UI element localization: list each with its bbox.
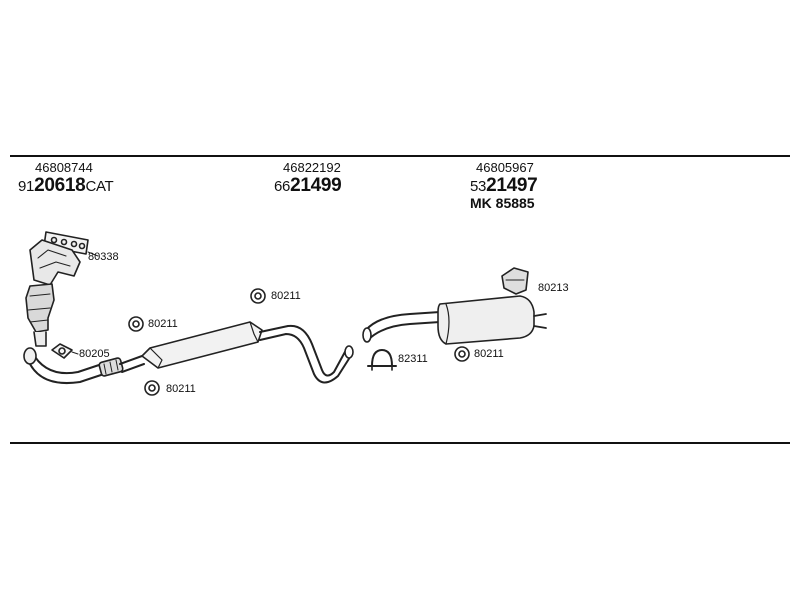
middle-silencer-shape <box>141 321 354 384</box>
rubber-mount-1-label: 80211 <box>148 318 178 330</box>
flange-gasket-shape <box>51 343 73 359</box>
group-3-reference-number: 46805967 <box>476 160 534 175</box>
group-1-code-prefix: 91 <box>18 178 35 195</box>
bracket-label: 80213 <box>538 282 569 294</box>
rubber-mount-2-label: 80211 <box>166 383 196 395</box>
group-3-code-prefix: 53 <box>470 178 487 195</box>
rubber-mount-4-label: 80211 <box>474 348 504 360</box>
group-2-code-main: 21499 <box>290 175 342 196</box>
clamp-label: 82311 <box>398 353 428 365</box>
group-1-part-code: 9120618CAT <box>18 175 114 197</box>
rubber-mount-4-shape <box>454 346 470 362</box>
rubber-mount-3-label: 80211 <box>271 290 301 302</box>
clamp-shape <box>367 349 397 371</box>
front-pipe-shape <box>23 347 145 384</box>
manifold-gasket-label: 80338 <box>88 251 119 263</box>
bracket-shape <box>501 267 529 295</box>
group-3-code-main: 21497 <box>486 175 538 196</box>
rubber-mount-2-shape <box>144 380 160 396</box>
manifold-gasket-shape <box>43 231 89 255</box>
group-2-code-prefix: 66 <box>274 178 291 195</box>
rubber-mount-3-shape <box>250 288 266 304</box>
group-3-part-code: 5321497 <box>470 175 538 197</box>
rear-silencer-shape <box>362 295 547 345</box>
top-divider-line <box>10 155 790 157</box>
group-2-reference-number: 46822192 <box>283 160 341 175</box>
group-3-mounting-kit-code: MK 85885 <box>470 195 535 211</box>
catalytic-converter-shape <box>25 239 81 347</box>
rubber-mount-1-shape <box>128 316 144 332</box>
group-1-code-main: 20618 <box>34 175 86 196</box>
group-2-part-code: 6621499 <box>274 175 342 197</box>
flange-gasket-label: 80205 <box>79 348 110 360</box>
group-1-reference-number: 46808744 <box>35 160 93 175</box>
bottom-divider-line <box>10 442 790 444</box>
group-1-code-suffix: CAT <box>85 178 114 195</box>
